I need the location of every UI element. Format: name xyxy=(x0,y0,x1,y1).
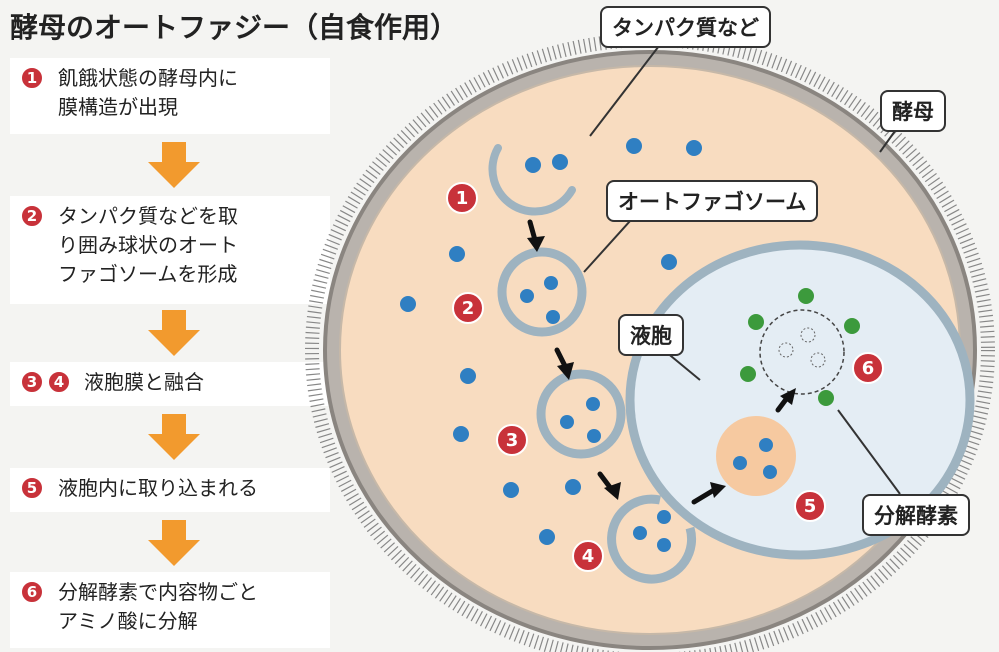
marker-1: 1 xyxy=(446,182,478,214)
step-6-number: 6 xyxy=(20,580,44,604)
cell-hairs xyxy=(305,33,995,652)
enzyme-dots xyxy=(740,288,860,406)
label-yeast: 酵母 xyxy=(880,90,946,132)
step-2-number: 2 xyxy=(20,204,44,228)
degraded-particle xyxy=(778,342,794,358)
autophagic-body xyxy=(716,416,796,496)
process-arrowheads xyxy=(527,236,796,500)
degradation-zone xyxy=(759,309,845,395)
label-enzyme: 分解酵素 xyxy=(862,494,970,536)
marker-5: 5 xyxy=(794,490,826,522)
step-6-text: 分解酵素で内容物ごと アミノ酸に分解 xyxy=(58,580,258,633)
step-1: 1 飢餓状態の酵母内に 膜構造が出現 xyxy=(10,58,330,134)
label-autophagosome: オートファゴソーム xyxy=(606,180,819,222)
isolation-membrane xyxy=(488,144,576,216)
marker-4: 4 xyxy=(572,540,604,572)
label-vacuole: 液胞 xyxy=(618,314,684,356)
autophagosome-4 xyxy=(607,494,697,584)
protein-dots xyxy=(400,138,777,552)
down-arrow-icon xyxy=(148,414,200,460)
autophagosome-2 xyxy=(497,247,587,337)
step-3-4-text: 液胞膜と融合 xyxy=(84,370,204,394)
step-1-number: 1 xyxy=(20,66,44,90)
step-3-number: 3 xyxy=(20,370,44,394)
marker-6: 6 xyxy=(852,352,884,384)
step-2: 2 タンパク質などを取 り囲み球状のオート ファゴソームを形成 xyxy=(10,196,330,304)
marker-3: 3 xyxy=(496,424,528,456)
down-arrow-icon xyxy=(148,310,200,356)
step-4-number: 4 xyxy=(47,370,71,394)
step-5-text: 液胞内に取り込まれる xyxy=(58,476,258,500)
down-arrow-icon xyxy=(148,520,200,566)
step-5: 5 液胞内に取り込まれる xyxy=(10,468,330,512)
degraded-particle xyxy=(810,352,826,368)
label-protein: タンパク質など xyxy=(600,6,771,48)
step-2-text: タンパク質などを取 り囲み球状のオート ファゴソームを形成 xyxy=(58,204,238,286)
marker-2: 2 xyxy=(452,292,484,324)
step-6: 6 分解酵素で内容物ごと アミノ酸に分解 xyxy=(10,572,330,648)
page-title: 酵母のオートファジー（自食作用） xyxy=(10,11,459,44)
step-1-text: 飢餓状態の酵母内に 膜構造が出現 xyxy=(58,66,238,119)
autophagosome-3 xyxy=(536,369,626,459)
vacuole xyxy=(625,240,975,560)
degraded-particle xyxy=(800,327,816,343)
step-5-number: 5 xyxy=(20,476,44,500)
down-arrow-icon xyxy=(148,142,200,188)
step-3-4: 3 4 液胞膜と融合 xyxy=(10,362,330,406)
